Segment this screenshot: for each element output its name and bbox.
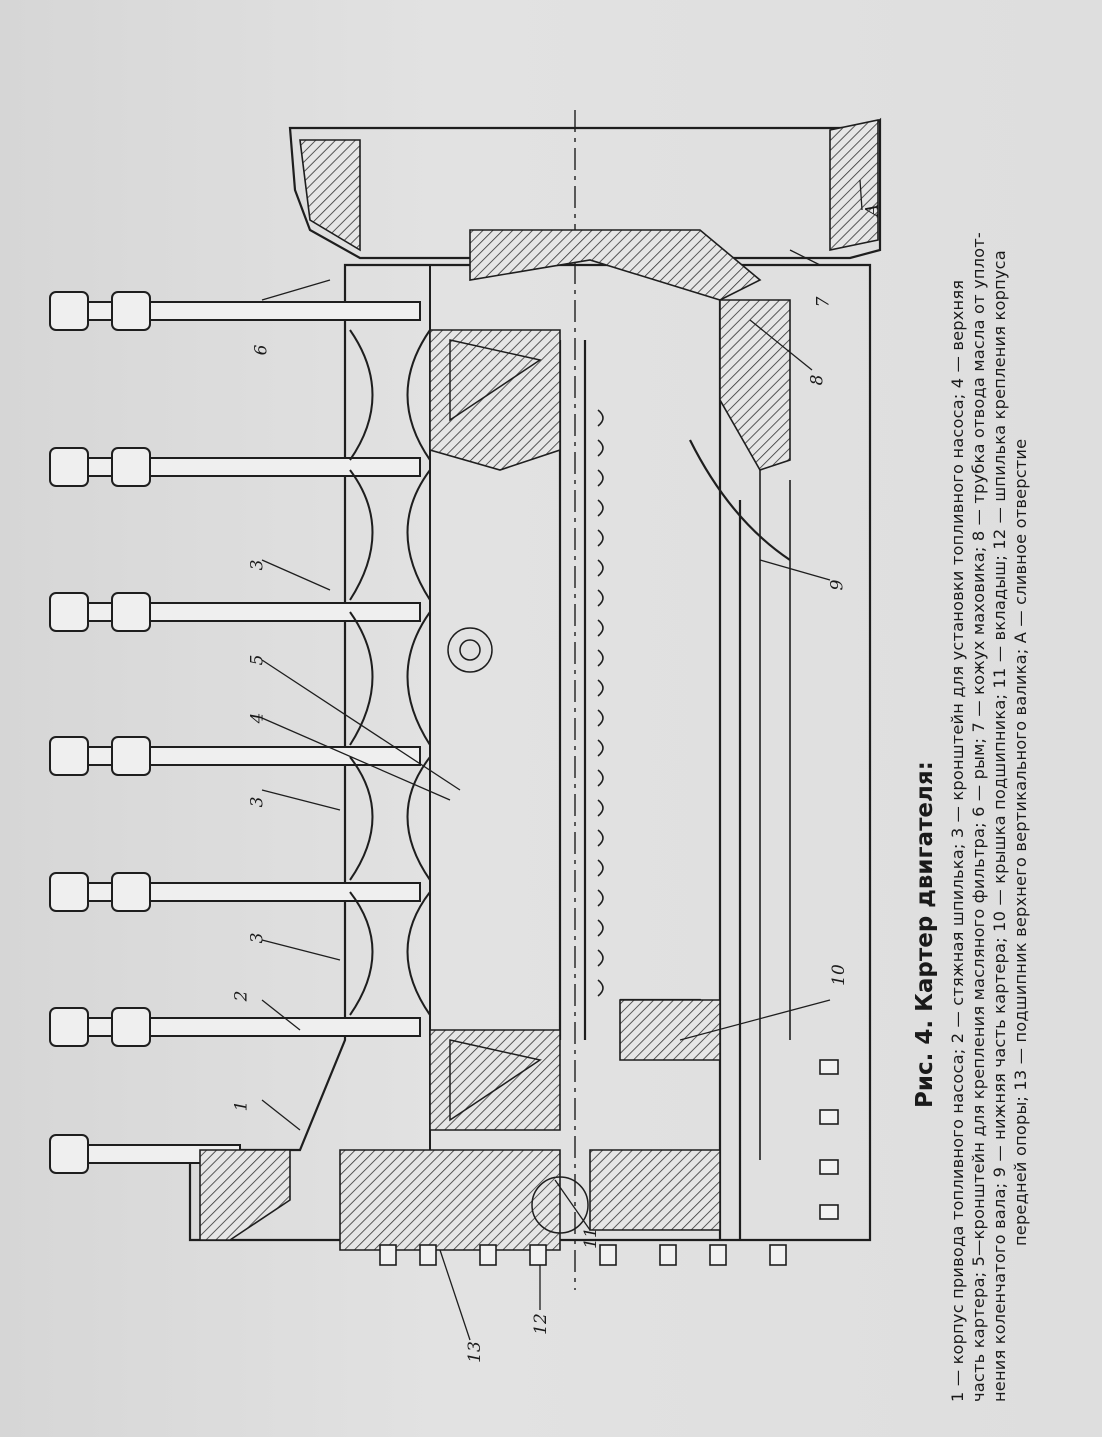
callout-12: 12 <box>530 1313 551 1335</box>
crank-webs <box>447 339 589 1234</box>
figure-legend-line-4: передней опоры; 13 — подшипник верхнего … <box>1011 438 1030 1246</box>
figure-legend-line-1: 1 — корпус привода топливного насоса; 2 … <box>948 279 967 1402</box>
hatched-sections <box>199 119 879 1251</box>
callout-10: 10 <box>828 964 849 986</box>
studs <box>49 291 421 1174</box>
callout-5: 5 <box>247 654 268 666</box>
callout-3-c: 3 <box>247 559 268 571</box>
callout-4: 4 <box>247 712 268 724</box>
leader-lines <box>261 179 863 1341</box>
callout-A: А <box>862 203 883 217</box>
figure-legend-line-3: нения коленчатого вала; 9 — нижняя часть… <box>990 250 1009 1402</box>
callout-8: 8 <box>807 374 828 386</box>
callout-9: 9 <box>827 579 848 591</box>
callout-3-a: 3 <box>247 932 268 944</box>
callout-2: 2 <box>231 990 252 1002</box>
callout-13: 13 <box>464 1341 485 1363</box>
bottom-studs <box>379 1059 839 1266</box>
crankcase-outline <box>188 263 872 1242</box>
callout-3-b: 3 <box>247 796 268 808</box>
figure-title: Рис. 4. Картер двигателя: <box>912 761 938 1108</box>
cylinder-bores <box>349 329 431 1016</box>
figure-legend-line-2: часть картера; 5—кронштейн для крепления… <box>969 232 988 1402</box>
callout-11: 11 <box>580 1227 601 1249</box>
callout-1: 1 <box>231 1100 252 1112</box>
callout-6: 6 <box>251 344 272 356</box>
callout-7: 7 <box>813 296 834 308</box>
main-bearing-ribs <box>597 409 604 997</box>
